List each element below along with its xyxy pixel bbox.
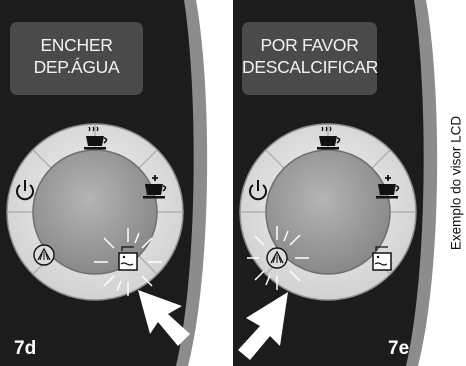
lcd-line-1: ENCHER bbox=[40, 35, 113, 55]
panel-label-7e: 7e bbox=[388, 338, 410, 359]
lcd-line-1: POR FAVOR bbox=[260, 35, 359, 55]
power-icon[interactable] bbox=[249, 180, 267, 201]
lcd-display bbox=[242, 22, 377, 95]
panel-7e: POR FAVOR DESCALCIFICAR 7e bbox=[230, 0, 446, 366]
lcd-line-2: DEP.ÁGUA bbox=[33, 57, 120, 77]
panel-7d: ENCHER DEP.ÁGUA 7d bbox=[0, 0, 230, 366]
blink-rays bbox=[247, 226, 309, 290]
control-dial bbox=[6, 123, 184, 301]
water-tank-icon[interactable] bbox=[118, 246, 138, 271]
pointer-arrow-icon bbox=[138, 290, 190, 346]
lcd-display bbox=[10, 22, 143, 95]
lcd-text-7d: ENCHER DEP.ÁGUA bbox=[10, 34, 143, 78]
power-icon[interactable] bbox=[16, 180, 34, 201]
dial-center[interactable] bbox=[32, 149, 158, 275]
hot-water-cup-icon[interactable] bbox=[84, 126, 108, 150]
control-dial bbox=[239, 123, 417, 301]
dial-center[interactable] bbox=[265, 149, 391, 275]
descaling-icon[interactable] bbox=[266, 247, 288, 269]
panel-7e-graphic bbox=[230, 0, 446, 366]
blink-rays bbox=[94, 228, 162, 296]
large-cup-icon[interactable] bbox=[143, 175, 167, 199]
lcd-line-2: DESCALCIFICAR bbox=[242, 57, 379, 77]
hot-water-cup-icon[interactable] bbox=[317, 126, 341, 150]
caption: Exemplo do visor LCD bbox=[446, 0, 466, 366]
panel-7d-graphic bbox=[0, 0, 230, 366]
pointer-arrow-icon bbox=[238, 292, 288, 360]
caption-text: Exemplo do visor LCD bbox=[448, 115, 464, 251]
lcd-text-7e: POR FAVOR DESCALCIFICAR bbox=[242, 34, 379, 78]
panel-divider bbox=[230, 0, 233, 366]
panel-label-7d: 7d bbox=[14, 338, 37, 359]
large-cup-icon[interactable] bbox=[376, 175, 400, 199]
water-tank-icon[interactable] bbox=[372, 246, 392, 271]
descaling-icon[interactable] bbox=[33, 244, 55, 266]
